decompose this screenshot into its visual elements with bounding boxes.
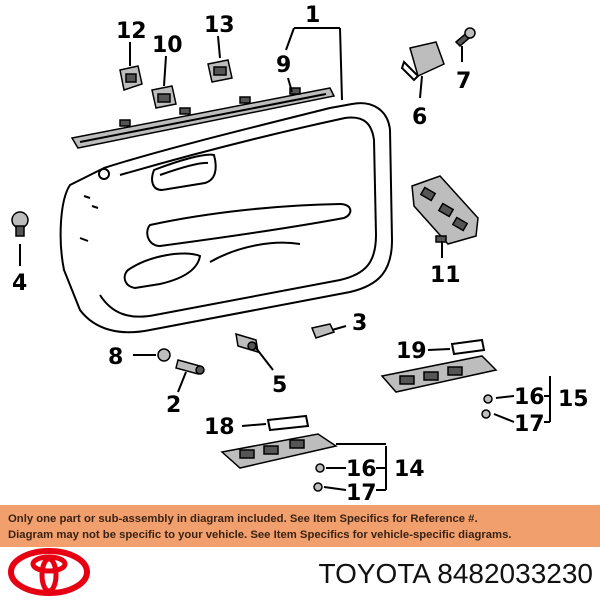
- callout-15: 15: [558, 387, 589, 412]
- disclaimer-banner: Only one part or sub-assembly in diagram…: [0, 505, 600, 547]
- callout-5: 5: [272, 373, 287, 398]
- screws-16-17-lower: [313, 463, 325, 492]
- clip-5: [235, 332, 259, 354]
- callout-18: 18: [204, 415, 235, 440]
- switch-bezel-14: [220, 433, 338, 469]
- belt-molding-strip: [70, 87, 336, 149]
- callout-19: 19: [396, 339, 427, 364]
- clip-3: [310, 323, 336, 339]
- bracket-6: [400, 41, 445, 82]
- callout-14: 14: [394, 457, 425, 482]
- callout-4: 4: [12, 271, 27, 296]
- leader-lines: [19, 27, 551, 491]
- callout-13: 13: [204, 13, 235, 38]
- push-clip-4: [11, 211, 29, 237]
- callout-11: 11: [430, 263, 461, 288]
- callout-2: 2: [166, 393, 181, 418]
- callout-16-upper: 16: [514, 385, 545, 410]
- callout-6: 6: [412, 105, 427, 130]
- window-switch-11: [411, 175, 479, 245]
- screw-7: [454, 27, 476, 48]
- nut-8: [157, 348, 171, 362]
- callout-1: 1: [305, 3, 320, 28]
- callout-labels: 1 2 3 4 5 6 7 8 9 10 11 12 13 14 15 16 1…: [12, 3, 589, 506]
- brand-part-number: TOYOTA 8482033230: [318, 558, 594, 589]
- callout-8: 8: [108, 345, 123, 370]
- callout-10: 10: [152, 33, 183, 58]
- door-trim-panel: [59, 102, 394, 334]
- clip-12: [119, 65, 143, 91]
- disclaimer-line-2: Diagram may not be specific to your vehi…: [8, 529, 512, 541]
- switch-cap-19: [450, 338, 486, 356]
- switch-bezel-15: [380, 355, 498, 393]
- toyota-logo-icon: [8, 548, 90, 596]
- switch-cap-18: [266, 414, 310, 432]
- screw-2: [175, 359, 205, 375]
- callout-17-upper: 17: [514, 412, 545, 437]
- clip-13: [207, 59, 233, 83]
- callout-9: 9: [276, 53, 291, 78]
- disclaimer-line-1: Only one part or sub-assembly in diagram…: [8, 513, 478, 525]
- callout-12: 12: [116, 19, 147, 44]
- callout-16-lower: 16: [346, 457, 377, 482]
- callout-17-lower: 17: [346, 481, 377, 506]
- screws-16-17-upper: [481, 394, 493, 419]
- callout-7: 7: [456, 69, 471, 94]
- clip-10: [151, 85, 177, 109]
- callout-3: 3: [352, 311, 367, 336]
